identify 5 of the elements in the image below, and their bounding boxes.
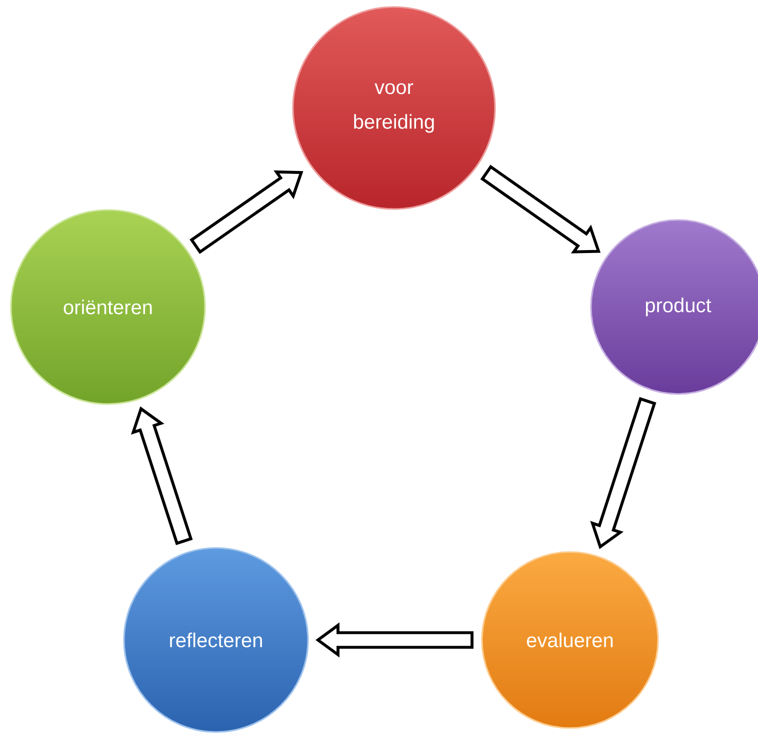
block-arrow <box>316 622 474 658</box>
circle-node: voor bereiding <box>292 6 496 210</box>
circle-node: evalueren <box>481 551 659 729</box>
circle-node: reflecteren <box>123 547 309 733</box>
circle-node: oriënteren <box>10 209 206 405</box>
